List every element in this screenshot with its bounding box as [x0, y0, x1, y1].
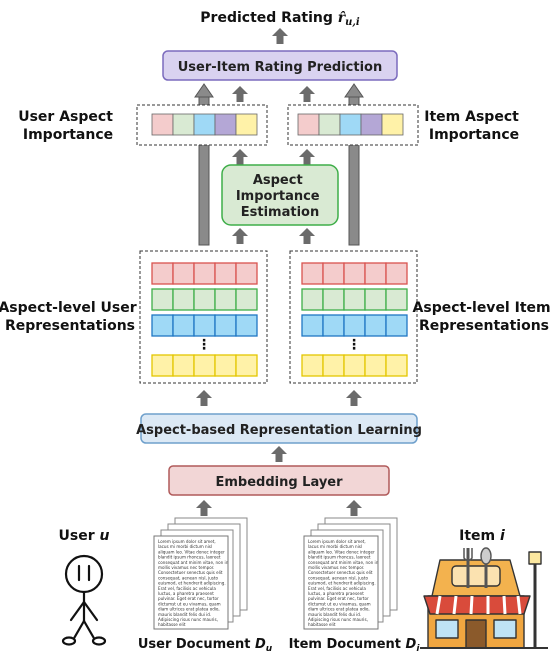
user-stick-figure	[61, 554, 107, 646]
user-document-text: Lorem ipsum dolor sit amet,lacus mi morb…	[158, 539, 229, 627]
arrow-user-rep-to-estimation	[232, 228, 248, 244]
user-document-stack: Lorem ipsum dolor sit amet,lacus mi morb…	[153, 517, 248, 630]
item-document-stack: Lorem ipsum dolor sit amet,lacus mi morb…	[303, 517, 398, 630]
document-line: habitasse elit	[158, 622, 186, 627]
document-line: lacus mi morbi dictum nisl	[308, 544, 362, 549]
user-label: User u	[59, 528, 110, 544]
document-line: mauris blandit felis dui id.	[308, 612, 361, 617]
aspect-representation-learning-box	[140, 413, 418, 444]
rating-prediction-box	[162, 50, 398, 81]
document-line: dictumst ut eu vivamus, quam	[158, 601, 221, 606]
document-line: euismod, et hendrerit adipiscing.	[308, 581, 376, 586]
user-importance-vector	[151, 113, 258, 136]
arrow-item-importance-up	[299, 86, 315, 102]
document-line: Adipiscing risus nunc mauris,	[158, 617, 218, 622]
tall-arrow-right	[344, 83, 364, 246]
arrow-estimation-to-user	[232, 149, 248, 165]
aspect-level-item-label: Aspect-level Item Representations	[413, 300, 556, 334]
item-document-label: Item Document Di	[289, 637, 421, 654]
document-line: pulvinar. Eget erat nec, tortor	[308, 596, 369, 601]
predicted-rating-title: Predicted Rating r̂u,i	[200, 10, 360, 28]
document-line: aliquam leo. Vitae donec integer	[308, 549, 375, 554]
item-document-text: Lorem ipsum dolor sit amet,lacus mi morb…	[308, 539, 379, 627]
user-aspect-importance-label: User Aspect Importance	[18, 109, 118, 143]
document-line: dictumst ut eu vivamus, quam	[308, 601, 371, 606]
document-line: diam ultrices erat platea odio,	[158, 607, 220, 612]
item-rep-row-blue	[301, 314, 408, 337]
embedding-layer-box	[168, 465, 390, 496]
document-line: diam ultrices erat platea odio,	[308, 607, 370, 612]
document-line: mollis vivamus nec tempor.	[158, 565, 214, 570]
document-line: habitasse elit	[308, 622, 336, 627]
user-rep-ellipsis: ⋮	[197, 337, 211, 353]
document-line: consequat, aenean nisl, justo	[158, 575, 219, 580]
document-line: aliquam leo. Vitae donec integer	[158, 549, 225, 554]
arrow-user-doc-to-embedding	[196, 500, 212, 516]
arrow-item-rep-to-estimation	[299, 228, 315, 244]
user-document-label: User Document Du	[138, 637, 273, 654]
document-line: mollis vivamus nec tempor.	[308, 565, 364, 570]
item-rep-row-pink	[301, 262, 408, 285]
item-label: Item i	[459, 528, 505, 544]
document-line: pulvinar. Eget erat nec, tortor	[158, 596, 219, 601]
arrow-learning-to-item-rep	[346, 390, 362, 406]
tall-arrow-left	[194, 83, 214, 246]
document-line: Lorem ipsum dolor sit amet,	[308, 539, 366, 544]
rating-prediction-label: User-Item Rating Prediction	[178, 60, 382, 75]
arrow-learning-to-user-rep	[196, 390, 212, 406]
arrow-item-doc-to-embedding	[346, 500, 362, 516]
aspect-representation-learning-label: Aspect-based Representation Learning	[136, 423, 422, 438]
document-line: blandit ipsum rhoncus, laoreet	[308, 555, 371, 560]
document-line: consequat ant minim vitae, non in	[308, 560, 379, 565]
item-rep-row-green	[301, 288, 408, 311]
item-aspect-importance-label: Item Aspect Importance	[424, 109, 523, 143]
user-rep-row-yellow	[151, 354, 258, 377]
user-rep-row-pink	[151, 262, 258, 285]
document-line: lacus mi morbi dictum nisl	[158, 544, 212, 549]
document-line: luctus, a pharetra praesent	[308, 591, 364, 596]
document-line: consequat, aenean nisl, justo	[308, 575, 369, 580]
document-line: Consectetuer senectus quis elit	[158, 570, 223, 575]
document-line: Erat vel, facilisis ac vehicula	[158, 586, 216, 591]
restaurant-icon	[420, 547, 548, 649]
document-line: consequat ant minim vitae, non in	[158, 560, 229, 565]
arrow-to-rating	[272, 28, 288, 44]
arrow-embedding-to-learning	[271, 446, 287, 462]
document-line: Erat vel, facilisis ac vehicula	[308, 586, 366, 591]
item-rep-ellipsis: ⋮	[347, 337, 361, 353]
user-rep-row-green	[151, 288, 258, 311]
document-line: Lorem ipsum dolor sit amet,	[158, 539, 216, 544]
document-line: Consectetuer senectus quis elit	[308, 570, 373, 575]
aspect-importance-estimation-box	[221, 164, 339, 226]
document-line: Adipiscing risus nunc mauris,	[308, 617, 368, 622]
item-importance-vector	[297, 113, 404, 136]
item-rep-row-yellow	[301, 354, 408, 377]
document-line: euismod, et hendrerit adipiscing.	[158, 581, 226, 586]
aspect-level-user-label: Aspect-level User Representations	[0, 300, 142, 334]
arrow-estimation-to-item	[299, 149, 315, 165]
document-line: luctus, a pharetra praesent	[158, 591, 214, 596]
user-rep-row-blue	[151, 314, 258, 337]
aspect-importance-estimation-label: Aspect Importance Estimation	[236, 173, 324, 220]
arrow-user-importance-up	[232, 86, 248, 102]
embedding-layer-label: Embedding Layer	[215, 475, 343, 490]
document-line: blandit ipsum rhoncus, laoreet	[158, 555, 221, 560]
document-line: mauris blandit felis dui id.	[158, 612, 211, 617]
